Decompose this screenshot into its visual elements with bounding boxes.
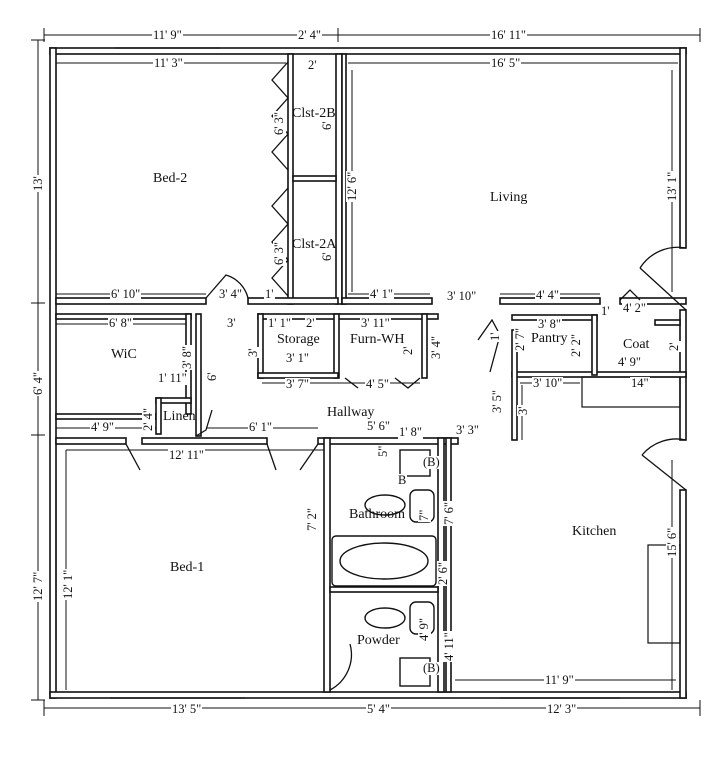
dim-closet-width: 2' [307, 58, 318, 72]
dim-kitchen-bottom: 11' 9" [544, 673, 575, 687]
dim-bottom-left: 13' 5" [171, 702, 203, 716]
room-label-hallway: Hallway [327, 405, 375, 420]
room-label-kitchen: Kitchen [572, 524, 617, 539]
dim-bed1-top: 12' 11" [168, 448, 206, 462]
room-label-clst-2a: Clst-2A [292, 237, 337, 252]
dim-door-3-4: 3' 4" [218, 287, 243, 301]
dim-bottom-right: 12' 3" [546, 702, 578, 716]
window-marks [49, 47, 620, 699]
dim-kitchen-left-a: 3' 5" [490, 389, 504, 414]
room-label-storage: Storage [277, 332, 320, 347]
dim-pantry-door: 1' [488, 331, 502, 342]
dim-living-bottom-mid: 3' 10" [446, 289, 478, 303]
dim-wic-top: 6' 8" [108, 316, 133, 330]
dim-coat-right: 2' [667, 341, 681, 352]
exterior-walls [49, 47, 687, 699]
dim-clst2a-right: 6' [320, 251, 334, 262]
dim-bed1-left: 12' 1" [61, 568, 75, 600]
dim-living-width: 16' 5" [490, 56, 522, 70]
dim-top-left: 11' 9" [152, 28, 183, 42]
dim-bath-lower-right: 2' 6" [436, 561, 450, 586]
dim-pantry-top: 3' 8" [537, 317, 562, 331]
room-label-bed-2: Bed-2 [153, 171, 188, 186]
dim-clst2b-left: 6' 3" [272, 111, 286, 136]
dim-coat-top-small: 1' [600, 304, 611, 318]
room-label-wic: WiC [111, 347, 137, 362]
dim-left-lower: 12' 7" [31, 570, 45, 602]
room-label-coat: Coat [623, 337, 650, 352]
dim-bath-right-small: 7" [417, 508, 431, 522]
dim-left-mid: 6' 4" [31, 371, 45, 396]
room-label-living: Living [490, 190, 528, 205]
dim-living-bottom-right: 4' 4" [535, 288, 560, 302]
dim-living-bottom-left: 4' 1" [369, 287, 394, 301]
dim-furn-right2: 3' 4" [429, 335, 443, 360]
interior-walls [55, 53, 687, 693]
dim-kitchen-top: 3' 10" [532, 376, 564, 390]
dim-linen-side: 2' 4" [141, 407, 155, 432]
room-label-furn-wh: Furn-WH [350, 332, 405, 347]
dim-linen-top: 1' 11" [157, 371, 188, 385]
dim-one-ft: 1' [264, 287, 275, 301]
dim-living-height: 12' 6" [345, 170, 359, 202]
bath-toilet-mark: (B) [422, 455, 441, 469]
dim-coat-bottom: 4' 9" [617, 355, 642, 369]
dim-pantry-left: 2' 7" [513, 327, 527, 352]
dim-bed2-width: 11' 3" [153, 56, 184, 70]
dim-powder-right-a: 4' 9" [417, 617, 431, 642]
dim-bath-top: 5' 6" [366, 419, 391, 433]
dim-furn-top: 3' 11" [360, 316, 391, 330]
dim-kitchen-top-right: 14" [630, 376, 650, 390]
dim-clst2b-right: 6' [320, 120, 334, 131]
dim-pantry-right: 2' 2" [569, 333, 583, 358]
dim-hall-lower: 6' 1" [248, 420, 273, 434]
room-label-powder: Powder [357, 633, 400, 648]
dim-hall-bottom-a: 3' 7" [285, 377, 310, 391]
dim-six-ft: 6' [205, 371, 219, 382]
dim-bath-top-b: 1' 8" [398, 425, 423, 439]
dim-kitchen-right: 15' 6" [665, 526, 679, 558]
powder-toilet-mark: (B) [422, 661, 441, 675]
dim-top-right: 16' 11" [490, 28, 528, 42]
bath-b-mark: B [397, 473, 408, 487]
dim-storage-left: 3' [246, 347, 260, 358]
dim-top-mid: 2' 4" [297, 28, 322, 42]
dim-storage-bottom: 3' 1" [285, 351, 310, 365]
closet-bifold-doors [271, 61, 289, 297]
dim-bath-top-c: 3' 3" [455, 423, 480, 437]
dim-storage-top-a: 1' 1" [267, 316, 292, 330]
room-label-linen: Linen [163, 409, 196, 424]
room-label-pantry: Pantry [531, 331, 568, 346]
dim-bath-right: 7' 6" [442, 501, 456, 526]
dim-furn-right: 2' [401, 345, 415, 356]
dim-bed1-top-a: 4' 9" [90, 420, 115, 434]
dim-coat-top: 4' 2" [622, 301, 647, 315]
dim-three-ft: 3' [226, 316, 237, 330]
dim-powder-right-b: 4' 11" [442, 631, 456, 662]
room-label-bed-1: Bed-1 [170, 560, 205, 575]
bath-small-mark: 5" [376, 444, 390, 458]
dim-wic-right: 3' 8" [180, 345, 194, 370]
dim-living-right: 13' 1" [665, 170, 679, 202]
door-swings [125, 246, 687, 691]
dim-hall-bottom-b: 4' 5" [365, 377, 390, 391]
dim-kitchen-left-b: 3' [516, 405, 530, 416]
dim-storage-top-b: 2' [305, 316, 316, 330]
room-label-bathroom: Bathroom [349, 507, 405, 522]
dim-left-upper: 13' [31, 175, 45, 192]
room-label-clst-2b: Clst-2B [292, 106, 336, 121]
dim-clst2a-left: 6' 3" [272, 241, 286, 266]
dim-bed2-bottom: 6' 10" [110, 287, 142, 301]
bathroom-fixtures [331, 449, 437, 687]
dim-bath-left: 7' 2" [305, 507, 319, 532]
dim-bottom-mid: 5' 4" [366, 702, 391, 716]
